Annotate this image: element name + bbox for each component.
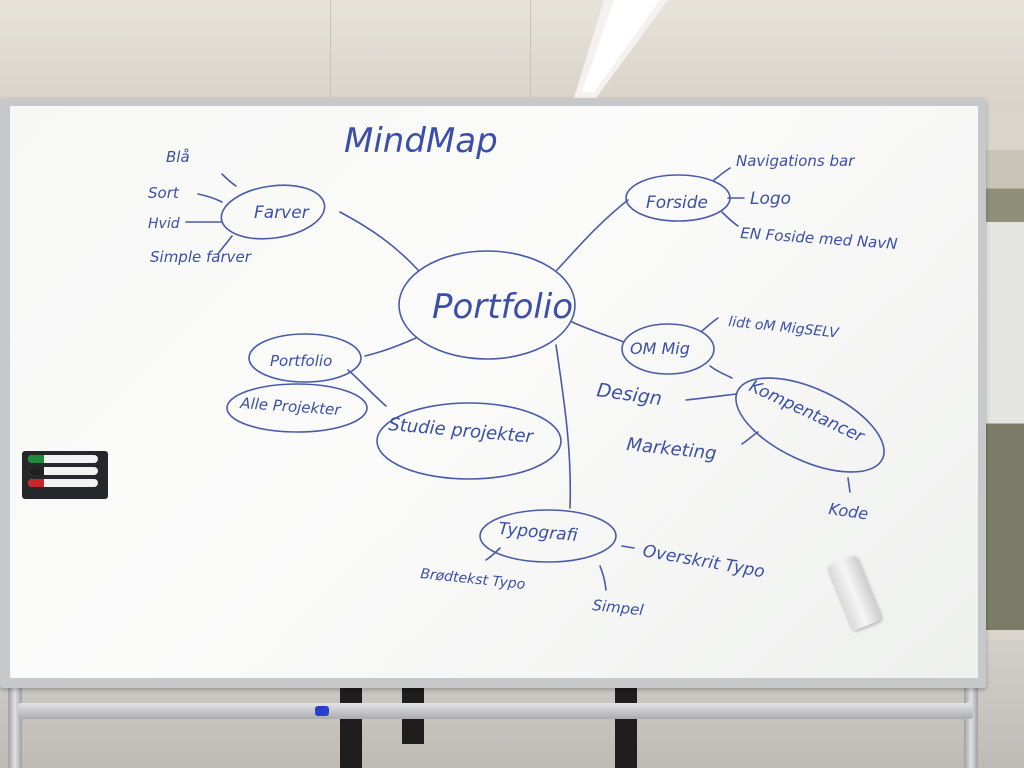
marker-tray	[18, 703, 973, 719]
wall	[985, 150, 1024, 630]
marker-cap[interactable]	[315, 706, 329, 716]
black-marker[interactable]	[28, 467, 98, 475]
ceiling-seam	[530, 0, 531, 105]
red-marker[interactable]	[28, 479, 98, 487]
green-marker[interactable]	[28, 455, 98, 463]
ceiling	[0, 0, 1024, 110]
table-leg	[615, 684, 637, 768]
table-leg	[340, 684, 362, 768]
whiteboard	[10, 106, 978, 678]
ceiling-lamp	[574, 0, 668, 98]
marker-holder	[22, 451, 108, 499]
ceiling-seam	[330, 0, 331, 105]
